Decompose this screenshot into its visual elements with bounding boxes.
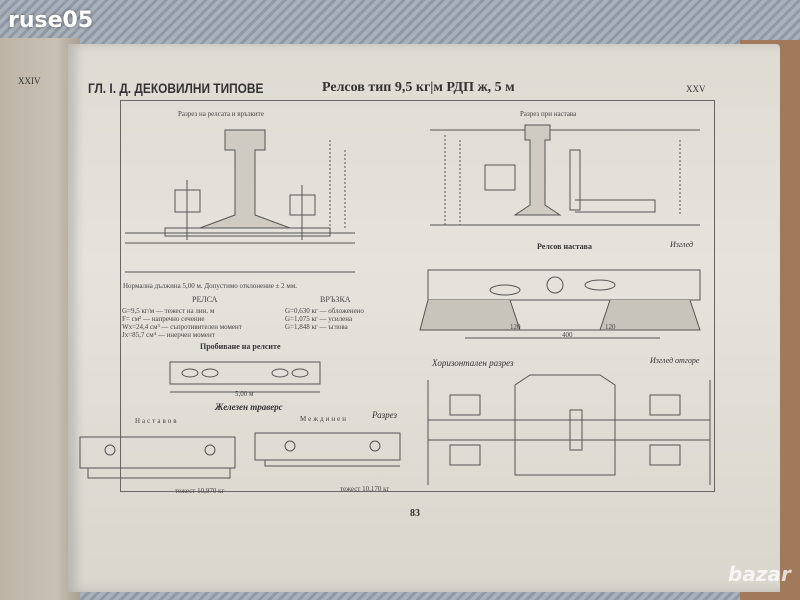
site-watermark: bazar <box>728 562 791 586</box>
chapter-title: ГЛ. І. Д. ДЕКОВИЛНИ ТИПОВЕ <box>88 80 264 96</box>
rail-cross-section-drawing <box>125 129 355 273</box>
left-page: XXIV <box>0 38 80 600</box>
joint-section-drawing <box>430 124 700 226</box>
horizontal-section-drawing <box>427 374 711 485</box>
sleeper-section-label: Разрез <box>372 410 398 420</box>
fastening-line: G=1,075 кг — усилена <box>285 315 353 323</box>
joint-sleeper-label: Наставов <box>135 417 179 425</box>
rail-line: Jx=85,7 см⁴ — инерчен момент <box>122 331 215 339</box>
rail-joint-side-view-drawing <box>419 269 701 339</box>
rail-drilling-drawing <box>169 361 321 393</box>
rail-section-title: Разрез на релсата и връзките <box>178 110 264 118</box>
rail-line: G=9,5 кг/м — тежест на лин. м <box>122 307 215 315</box>
rail-heading: РЕЛСА <box>192 295 218 304</box>
fastening-line: G=0,630 кг — обложенено <box>285 307 364 315</box>
top-view-label: Изглед отгоре <box>650 356 700 365</box>
iron-sleeper-title: Железен траверс <box>215 402 283 412</box>
joint-section-title: Разрез при настава <box>520 110 577 118</box>
iron-sleeper-drawings <box>79 432 401 479</box>
page-number: 83 <box>410 508 420 519</box>
intermediate-sleeper-weight: тежест 10,170 кг <box>340 485 390 493</box>
dimension: 400 <box>562 331 573 339</box>
drawing-frame <box>120 100 715 492</box>
fastening-heading: ВРЪЗКА <box>320 295 351 304</box>
dimension: 120 <box>510 323 521 331</box>
normal-length-note: Нормална дължина 5,00 м. Допустимо откло… <box>123 282 298 290</box>
rail-drilling-length: 5,00 м <box>235 390 254 398</box>
joint-sleeper-weight: тежест 10,970 кг <box>175 487 225 495</box>
intermediate-sleeper-label: Междинен <box>300 415 348 423</box>
dimension: 120 <box>605 323 616 331</box>
rail-drilling-title: Пробиване на релсите <box>200 342 281 351</box>
roman-page-number: XXV <box>686 84 706 94</box>
horizontal-section-label: Хоризонтален разрез <box>432 358 514 368</box>
left-page-roman-number: XXIV <box>18 76 41 86</box>
rail-joint-title: Релсов настава <box>537 242 592 251</box>
rail-line: F= см² — напречно сечение <box>122 315 205 323</box>
fastening-line: G=1,848 кг — ъглова <box>285 323 348 331</box>
page-title: Релсов тип 9,5 кг|м РДП ж, 5 м <box>322 80 515 95</box>
seller-watermark: ruse05 <box>8 8 94 33</box>
view-label: Изглед <box>670 240 693 249</box>
rail-line: Wx=24,4 см³ — съпротивителен момент <box>122 323 242 331</box>
